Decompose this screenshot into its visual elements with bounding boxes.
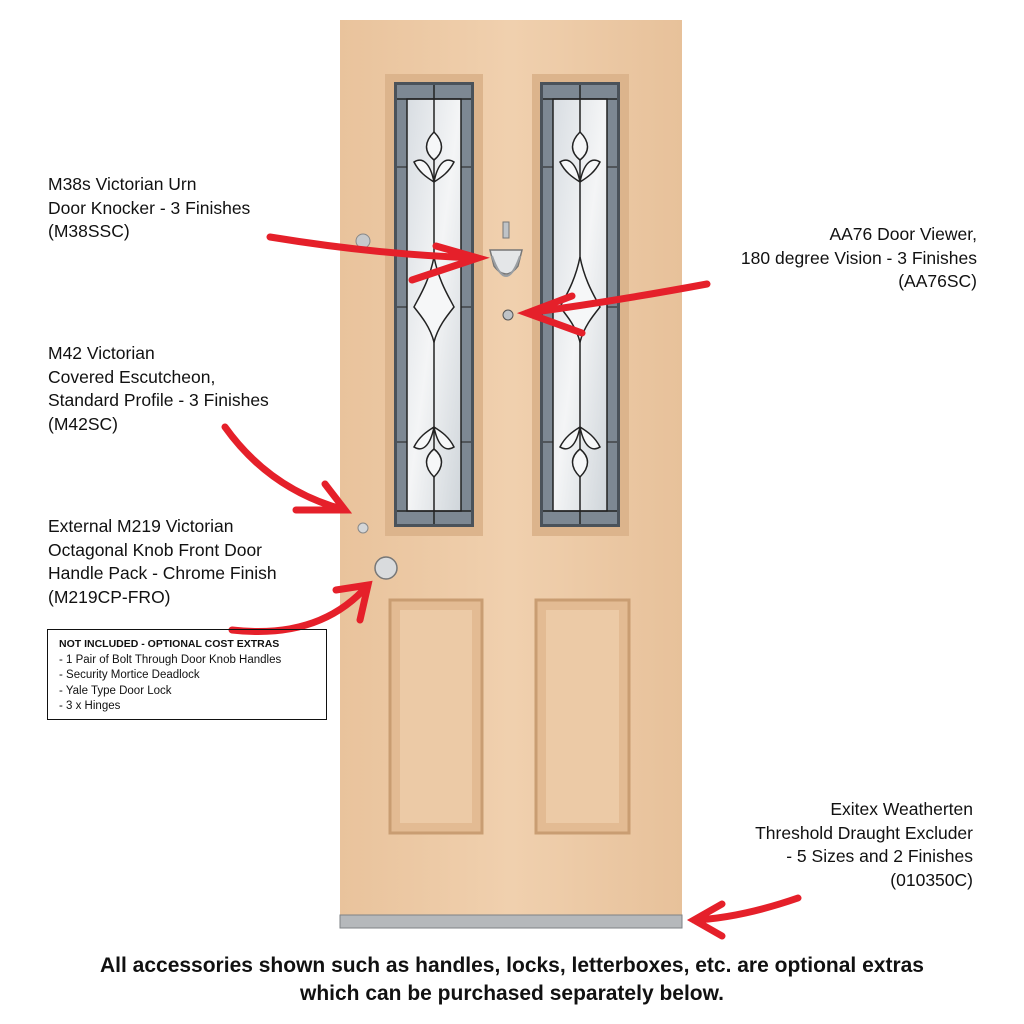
callout-line: Standard Profile - 3 Finishes bbox=[48, 390, 269, 410]
callout-line: Exitex Weatherten bbox=[830, 799, 973, 819]
callout-line: Door Knocker - 3 Finishes bbox=[48, 197, 251, 218]
callout-line: (M219CP-FRO) bbox=[48, 586, 171, 607]
not-included-item: - Yale Type Door Lock bbox=[59, 684, 172, 697]
callout-escutcheon: M42 Victorian Covered Escutcheon, Standa… bbox=[48, 342, 269, 436]
arrow-viewer bbox=[516, 280, 711, 337]
footer-line: All accessories shown such as handles, l… bbox=[99, 954, 924, 977]
door-knob-icon bbox=[374, 556, 398, 580]
not-included-title: NOT INCLUDED - OPTIONAL COST EXTRAS bbox=[59, 638, 280, 650]
callout-arrows bbox=[221, 233, 802, 940]
callout-line: - 5 Sizes and 2 Finishes bbox=[786, 846, 973, 866]
callout-line: Threshold Draught Excluder bbox=[755, 822, 973, 843]
callout-line: Octagonal Knob Front Door bbox=[48, 539, 263, 560]
callout-line: 180 degree Vision - 3 Finishes bbox=[740, 247, 977, 268]
left-glass-panel bbox=[393, 81, 475, 528]
not-included-item: - Security Mortice Deadlock bbox=[59, 669, 200, 681]
callout-knocker: M38s Victorian Urn Door Knocker - 3 Fini… bbox=[48, 173, 250, 244]
escutcheon-icon bbox=[357, 522, 369, 534]
callout-line: (AA76SC) bbox=[898, 271, 977, 291]
callout-threshold: Exitex Weatherten Threshold Draught Excl… bbox=[755, 798, 973, 892]
callout-line: External M219 Victorian bbox=[48, 516, 234, 536]
not-included-item: - 1 Pair of Bolt Through Door Knob Handl… bbox=[59, 653, 282, 666]
door bbox=[340, 20, 682, 918]
footer-note: All accessories shown such as handles, l… bbox=[0, 952, 1024, 1008]
not-included-item: - 3 x Hinges bbox=[59, 700, 121, 712]
not-included-box: NOT INCLUDED - OPTIONAL COST EXTRAS - 1 … bbox=[47, 629, 327, 720]
door-viewer-icon bbox=[502, 309, 514, 321]
arrow-escutcheon bbox=[221, 423, 353, 514]
callout-line: AA76 Door Viewer, bbox=[829, 224, 977, 244]
callout-handle: External M219 Victorian Octagonal Knob F… bbox=[48, 515, 277, 609]
callout-line: Handle Pack - Chrome Finish bbox=[48, 563, 277, 583]
threshold-excluder bbox=[339, 914, 683, 929]
arrow-threshold bbox=[686, 894, 802, 940]
door-knocker-icon bbox=[489, 221, 523, 277]
arrow-knocker bbox=[266, 233, 490, 284]
callout-line: M42 Victorian bbox=[48, 343, 155, 363]
callout-line: Covered Escutcheon, bbox=[48, 366, 216, 387]
arrow-handle bbox=[228, 580, 373, 636]
callout-line: (010350C) bbox=[890, 869, 973, 890]
footer-line: which can be purchased separately below. bbox=[299, 982, 725, 1005]
callout-viewer: AA76 Door Viewer, 180 degree Vision - 3 … bbox=[741, 223, 977, 294]
callout-line: (M38SSC) bbox=[48, 221, 130, 241]
callout-line: (M42SC) bbox=[48, 413, 119, 434]
callout-line: M38s Victorian Urn bbox=[48, 174, 197, 194]
